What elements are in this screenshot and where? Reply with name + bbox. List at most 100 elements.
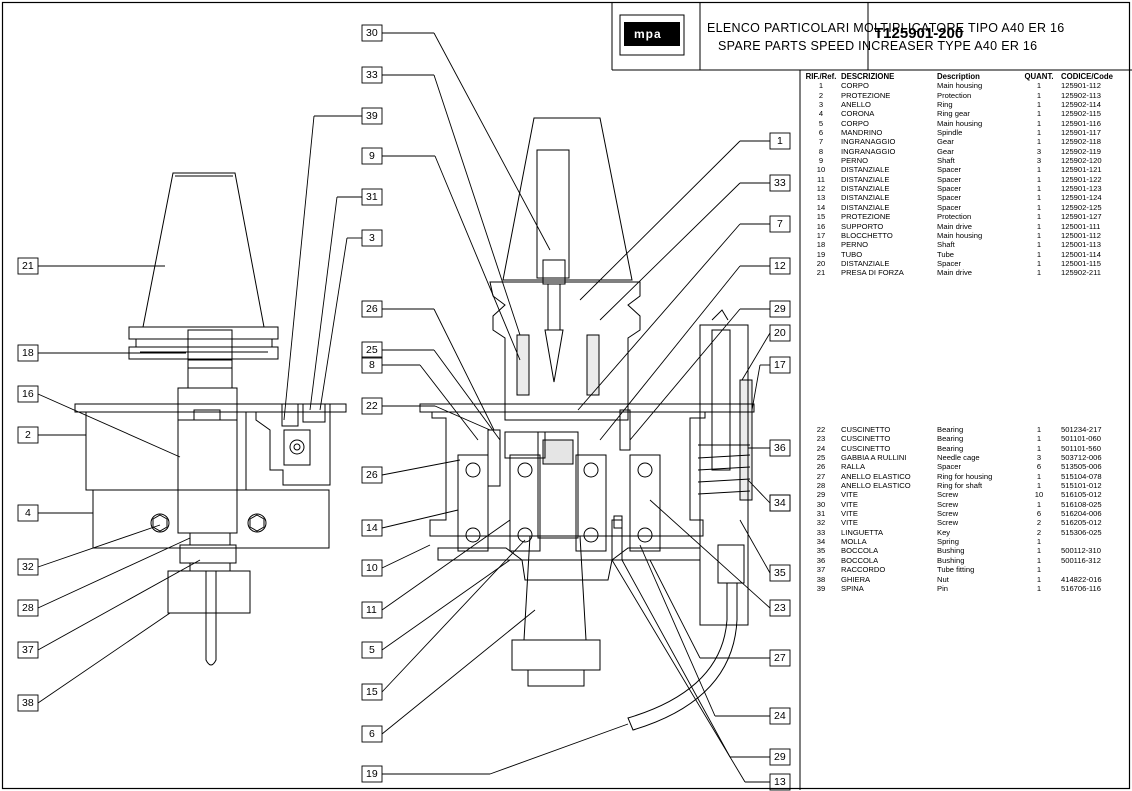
cell-code: 125901-121 (1061, 165, 1102, 175)
callout-label: 38 (22, 697, 34, 709)
callout-label: 13 (774, 776, 786, 788)
callout-label: 12 (774, 260, 786, 272)
cell-descrizione: DISTANZIALE (841, 165, 890, 175)
cell-ref: 16 (816, 221, 826, 231)
cell-ref: 33 (816, 527, 826, 537)
cell-ref: 36 (816, 555, 826, 565)
cell-description: Main housing (937, 118, 983, 128)
cell-description: Bearing (937, 425, 964, 434)
cell-ref: 14 (816, 202, 826, 212)
cell-ref: 28 (816, 481, 826, 491)
callout-label: 31 (366, 191, 378, 203)
cell-quantity: 1 (1036, 193, 1042, 203)
callout-label: 22 (366, 400, 378, 412)
cell-code: 125901-124 (1061, 193, 1102, 203)
cell-quantity: 1 (1036, 546, 1042, 556)
cell-descrizione: VITE (841, 490, 858, 500)
cell-ref: 5 (818, 118, 824, 128)
cell-ref: 21 (816, 268, 826, 278)
callout-label: 37 (22, 644, 34, 656)
cell-descrizione: PRESA DI FORZA (841, 268, 904, 278)
cell-description: Protection (937, 212, 972, 222)
cell-ref: 24 (816, 443, 826, 453)
cell-descrizione: BOCCOLA (841, 555, 879, 565)
cell-code: 125001-115 (1061, 258, 1101, 268)
cell-ref: 4 (818, 109, 824, 119)
cell-description: Tube (937, 249, 955, 259)
cell-code: 125001-112 (1061, 230, 1101, 240)
cell-descrizione: CUSCINETTO (841, 425, 891, 434)
cell-code: 125902-114 (1061, 100, 1101, 110)
cell-code: 125902-120 (1061, 156, 1102, 166)
cell-descrizione: CORPO (841, 81, 869, 91)
callout-label: 26 (366, 303, 378, 315)
callout-label: 28 (22, 602, 34, 614)
cell-description: Main housing (937, 230, 983, 240)
cell-code: 516204-006 (1061, 509, 1102, 519)
cell-description: Spacer (937, 462, 962, 472)
cell-quantity: 1 (1036, 221, 1042, 231)
cell-quantity: 1 (1036, 240, 1042, 250)
callout-label: 20 (774, 327, 786, 339)
cell-descrizione: GABBIA A RULLINI (841, 453, 907, 463)
cell-description: Shaft (937, 240, 955, 250)
cell-descrizione: CORONA (841, 109, 875, 119)
callout-label: 11 (366, 604, 377, 616)
cell-descrizione: VITE (841, 518, 858, 528)
callout-label: 30 (366, 27, 378, 39)
cell-code: 125001-114 (1061, 249, 1101, 259)
cell-descrizione: INGRANAGGIO (841, 146, 896, 156)
cell-ref: 12 (816, 184, 826, 194)
cell-ref: 22 (816, 425, 826, 434)
cell-quantity: 1 (1036, 268, 1042, 278)
cell-code: 503712-006 (1061, 453, 1102, 463)
cell-ref: 2 (818, 90, 824, 100)
cell-ref: 25 (816, 453, 826, 463)
cell-quantity: 1 (1036, 481, 1042, 491)
header-description: Description (937, 72, 980, 81)
cell-ref: 11 (817, 174, 825, 184)
cell-code: 125901-127 (1061, 212, 1102, 222)
cell-description: Bearing (937, 434, 964, 444)
header-code: CODICE/Code (1061, 72, 1113, 81)
cell-quantity: 3 (1036, 453, 1042, 463)
cell-description: Bushing (937, 555, 965, 565)
cell-descrizione: PROTEZIONE (841, 90, 891, 100)
cell-description: Ring for housing (937, 471, 993, 481)
cell-descrizione: CORPO (841, 118, 869, 128)
cell-descrizione: TUBO (841, 249, 863, 259)
cell-code: 125902-115 (1061, 109, 1101, 119)
callout-label: 3 (369, 232, 375, 244)
cell-quantity: 1 (1036, 574, 1042, 584)
cell-description: Spindle (937, 128, 963, 138)
cell-descrizione: CUSCINETTO (841, 443, 891, 453)
cell-ref: 26 (816, 462, 826, 472)
cell-quantity: 1 (1036, 202, 1042, 212)
callout-label: 23 (774, 602, 786, 614)
header-descrizione: DESCRIZIONE (841, 72, 895, 81)
cell-descrizione: MANDRINO (841, 128, 883, 138)
cell-descrizione: PERNO (841, 240, 869, 250)
cell-code: 125001-111 (1061, 221, 1101, 231)
cell-description: Spacer (937, 165, 962, 175)
cell-quantity: 2 (1036, 518, 1042, 528)
callout-label: 2 (25, 429, 31, 441)
cell-quantity: 1 (1036, 434, 1042, 444)
